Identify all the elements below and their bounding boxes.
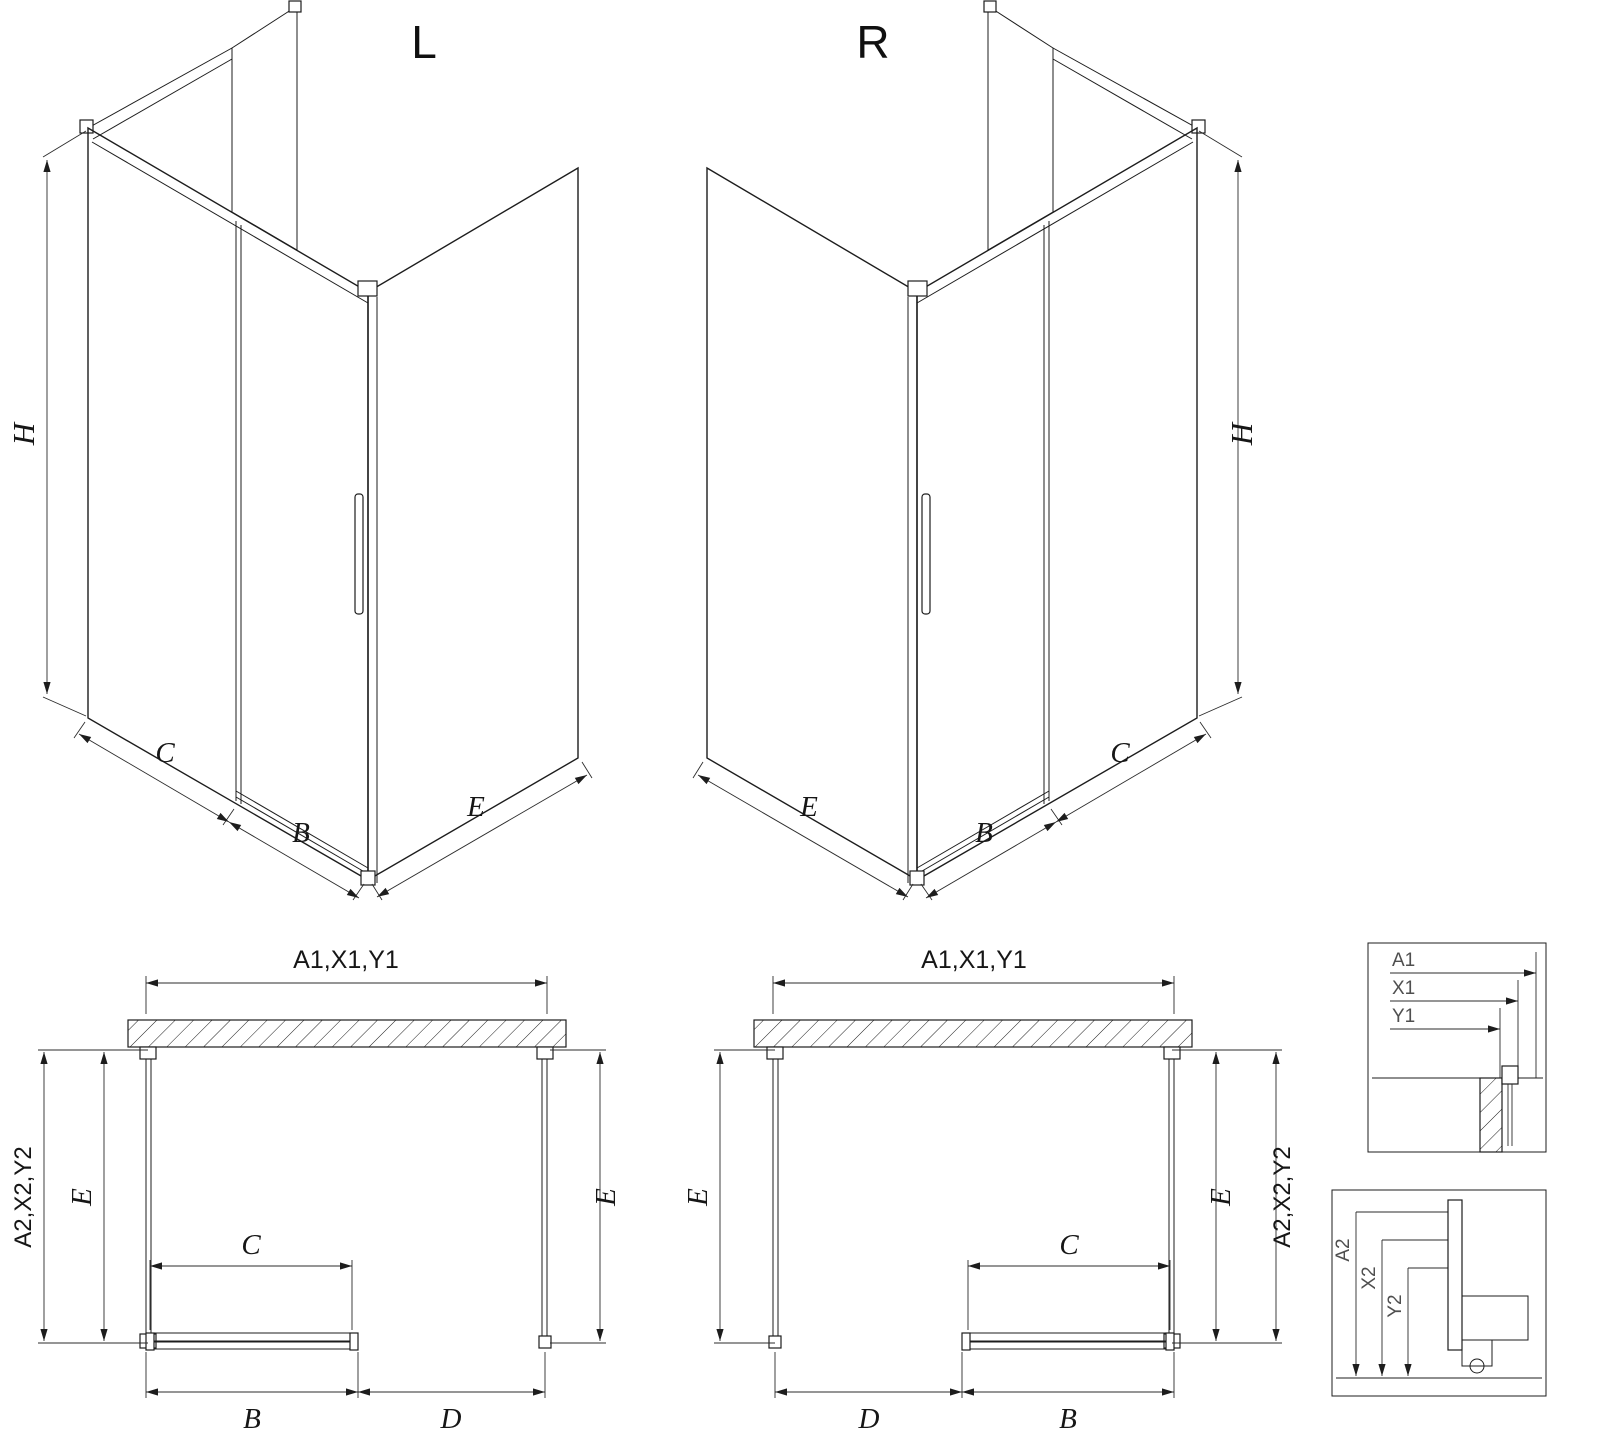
detail-box-bottom: A2 X2 Y2	[1331, 1189, 1547, 1397]
dim-c-label: C	[155, 737, 175, 769]
door-end-cap-left	[145, 1332, 155, 1351]
detail-x1-label: X1	[1392, 978, 1415, 999]
dim-e-left-label: E	[682, 1188, 714, 1207]
door-wall-panel	[916, 126, 1198, 882]
plan-view-left: A1,X1,Y1 A2,X2,Y2 E E C	[10, 946, 622, 1435]
door-track	[145, 1332, 359, 1342]
plan-right-drawing	[753, 1019, 1193, 1351]
top-rail-back	[1052, 47, 1198, 129]
iso-left-dimensions: H C B E	[6, 130, 593, 901]
plan-left-dimensions: A1,X1,Y1 A2,X2,Y2 E E C	[10, 946, 622, 1435]
dim-e-right-label: E	[1205, 1188, 1237, 1207]
detail-a2-label: A2	[1333, 1238, 1354, 1261]
plan-left-drawing	[127, 1019, 567, 1351]
room-wall-section	[753, 1019, 1193, 1048]
door-handle	[354, 493, 364, 615]
dim-a1x1y1-label: A1,X1,Y1	[921, 946, 1027, 974]
room-wall-section	[127, 1019, 567, 1048]
dim-b-label: B	[975, 817, 993, 849]
dim-a2x2y2-label: A2,X2,Y2	[10, 1146, 37, 1247]
dim-b-label: B	[1059, 1403, 1077, 1435]
side-panel-back	[987, 5, 1054, 251]
wall-bracket-front	[79, 119, 94, 134]
door-leaf	[151, 1341, 359, 1350]
detail-top-profile	[1501, 1065, 1519, 1085]
left-wall-profile	[139, 1046, 157, 1060]
top-track	[916, 141, 1194, 304]
dim-a2x2y2-label: A2,X2,Y2	[1269, 1146, 1296, 1247]
dim-b-label: B	[243, 1403, 261, 1435]
wall-bracket-back	[288, 0, 302, 13]
door-handle	[921, 493, 931, 615]
left-wall-profile	[766, 1046, 784, 1060]
side-panel-front	[706, 166, 918, 882]
iso-left-title: L	[411, 16, 437, 68]
corner-shoe	[360, 870, 376, 886]
detail-bottom-rail	[1461, 1295, 1529, 1341]
side-panel-front	[367, 166, 579, 882]
left-front-profile	[768, 1335, 782, 1349]
plan-right-dimensions: A1,X1,Y1 A2,X2,Y2 E E C	[682, 946, 1296, 1435]
detail-a1-label: A1	[1392, 950, 1415, 971]
iso-right-drawing	[706, 0, 1206, 886]
detail-bottom-border	[1331, 1189, 1547, 1397]
right-wall-profile	[1163, 1046, 1181, 1060]
dim-d-label: D	[440, 1403, 462, 1435]
dim-e-label: E	[799, 791, 818, 823]
top-rail-back	[87, 47, 233, 129]
detail-y2-label: Y2	[1385, 1294, 1406, 1317]
plan-view-right: A1,X1,Y1 A2,X2,Y2 E E C	[682, 946, 1296, 1435]
detail-x2-label: X2	[1359, 1266, 1380, 1289]
corner-cap	[907, 280, 928, 297]
iso-view-left: L H	[6, 0, 593, 901]
wall-bracket-front	[1191, 119, 1206, 134]
right-front-profile	[538, 1335, 552, 1349]
dim-a1x1y1-label: A1,X1,Y1	[293, 946, 399, 974]
top-track	[91, 141, 369, 304]
dim-c-label: C	[1059, 1229, 1079, 1261]
detail-bottom-glass	[1447, 1199, 1463, 1351]
detail-bottom-guide-block	[1461, 1339, 1493, 1367]
dim-d-label: D	[858, 1403, 880, 1435]
iso-view-right: R H	[692, 0, 1259, 901]
corner-cap	[357, 280, 378, 297]
door-wall-panel	[87, 126, 369, 882]
door-end-cap-right	[1165, 1332, 1175, 1351]
wall-bracket-back	[983, 0, 997, 13]
dim-b-label: B	[292, 817, 310, 849]
detail-bottom-roller	[1469, 1358, 1485, 1374]
dim-e-right-label: E	[590, 1188, 622, 1207]
detail-box-top: A1 X1 Y1	[1367, 942, 1547, 1153]
door-track	[961, 1332, 1175, 1342]
dim-c-label: C	[241, 1229, 261, 1261]
iso-right-title: R	[856, 16, 889, 68]
door-leaf	[961, 1341, 1169, 1350]
dim-h-label: H	[1224, 421, 1259, 446]
side-panel-back	[231, 5, 298, 251]
right-wall-profile	[536, 1046, 554, 1060]
door-end-cap-left	[961, 1332, 971, 1351]
detail-top-wall-section	[1479, 1077, 1503, 1153]
dim-e-label: E	[466, 791, 485, 823]
top-rail-back-inner	[92, 58, 233, 140]
dim-e-left-label: E	[66, 1188, 98, 1207]
detail-top-border	[1367, 942, 1547, 1153]
dim-h-label: H	[6, 421, 41, 446]
iso-right-dimensions: H E B C	[692, 130, 1259, 901]
top-rail-back-inner	[1052, 58, 1193, 140]
dim-c-label: C	[1110, 737, 1130, 769]
corner-shoe	[909, 870, 925, 886]
door-end-cap-right	[349, 1332, 359, 1351]
detail-y1-label: Y1	[1392, 1006, 1415, 1027]
